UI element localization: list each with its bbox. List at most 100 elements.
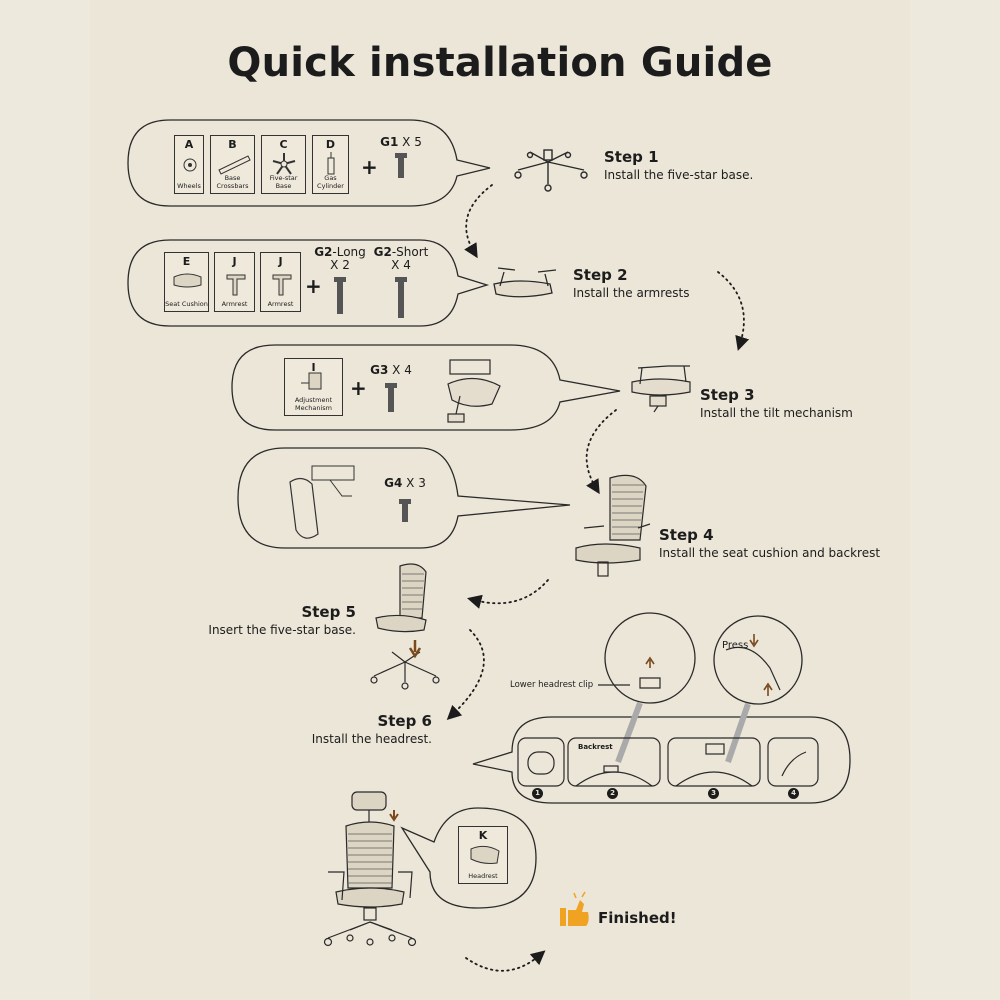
right-margin <box>910 0 1000 1000</box>
screw-type: -Short <box>391 245 429 259</box>
part-c-five-star-base: C Five-star Base <box>261 135 306 194</box>
screw-g2-long-label: G2-Long X 2 <box>310 246 370 272</box>
part-j-armrest-left: J Armrest <box>214 252 255 312</box>
part-e-seat-cushion: E Seat Cushion <box>164 252 209 312</box>
press-magnifier <box>713 615 803 705</box>
step-title: Step 4 <box>659 526 714 544</box>
screw-code: G4 <box>384 476 403 490</box>
part-name: Wheels <box>177 182 201 190</box>
press-label: Press <box>722 640 749 651</box>
parts-bubble-step4 <box>237 447 571 549</box>
flow-arrow-4 <box>467 579 549 609</box>
step-2-label: Step 2 Install the armrests <box>573 266 689 300</box>
step-5-label: Step 5 Insert the five-star base. <box>200 603 356 637</box>
plus-sign: + <box>305 274 322 298</box>
backrest-label: Backrest <box>578 743 613 751</box>
long-screw-icon <box>334 277 346 314</box>
left-margin <box>0 0 90 1000</box>
insert-direction-arrow <box>408 640 422 659</box>
parts-bubble-step2 <box>127 239 490 327</box>
part-letter: D <box>325 138 336 151</box>
step-1-label: Step 1 Install the five-star base. <box>604 148 753 182</box>
step-description: Install the tilt mechanism <box>700 406 853 420</box>
five-star-base-sketch <box>514 149 588 192</box>
part-k-headrest: K Headrest <box>458 826 508 884</box>
part-name: Armrest <box>221 300 248 308</box>
step-description: Insert the five-star base. <box>208 623 356 637</box>
parts-bubble-step1 <box>127 119 491 207</box>
headrest-icon <box>470 845 500 864</box>
finished-chair-sketch <box>323 791 417 947</box>
screw-qty: X 5 <box>402 135 422 149</box>
part-name: Gas Cylinder <box>317 174 344 190</box>
step-4-label: Step 4 Install the seat cushion and back… <box>659 526 880 560</box>
screw-icon <box>395 153 407 178</box>
screw-icon <box>399 499 411 522</box>
part-name: Adjustment Mechanism <box>294 396 333 412</box>
step-title: Step 6 <box>377 712 432 730</box>
screw-qty: X 4 <box>392 363 412 377</box>
chair-step5-sketch <box>370 563 440 690</box>
part-d-gas-cylinder: D Gas Cylinder <box>312 135 349 194</box>
screw-type: -Long <box>332 245 366 259</box>
step-description: Install the armrests <box>573 286 690 300</box>
step-title: Step 3 <box>700 386 755 404</box>
part-b-base-crossbars: B Base Crossbars <box>210 135 255 194</box>
tilt-assembly-sketch <box>447 359 691 423</box>
headrest-direction-arrow <box>389 810 399 822</box>
parts-bubble-step3 <box>231 344 621 431</box>
screw-g2-short-label: G2-Short X 4 <box>370 246 432 272</box>
page-title: Quick installation Guide <box>227 40 773 86</box>
mechanism-icon <box>301 372 322 390</box>
step-6-label: Step 6 Install the headrest. <box>300 712 432 746</box>
part-letter: J <box>232 255 237 268</box>
crossbar-icon <box>218 155 251 175</box>
step-title: Step 2 <box>573 266 628 284</box>
part-name: Armrest <box>267 300 294 308</box>
step-title: Step 5 <box>301 603 356 621</box>
thumbs-up-icon <box>560 891 589 926</box>
chair-backrest-sketch <box>575 474 651 577</box>
part-j-armrest-right: J Armrest <box>260 252 301 312</box>
part-letter: I <box>311 361 316 374</box>
armrest-icon <box>272 274 292 296</box>
part-letter: C <box>279 138 288 151</box>
substep-number-2: 2 <box>607 788 618 799</box>
screw-qty: X 3 <box>406 476 426 490</box>
substep-number-1: 1 <box>532 788 543 799</box>
part-i-adjustment-mechanism: I Adjustment Mechanism <box>284 358 343 416</box>
part-letter: A <box>184 138 194 151</box>
screw-qty: X 4 <box>391 258 411 272</box>
headrest-substeps <box>517 646 819 787</box>
screw-g4-label: G4 X 3 <box>382 477 428 490</box>
lower-headrest-clip-label: Lower headrest clip <box>510 680 594 690</box>
seat-armrests-sketch <box>493 267 557 298</box>
clip-magnifier <box>604 612 696 704</box>
armrest-icon <box>226 274 246 296</box>
screw-code: G2 <box>314 245 333 259</box>
step-description: Install the seat cushion and backrest <box>659 546 881 560</box>
screw-g1-label: G1 X 5 <box>378 136 424 149</box>
step-title: Step 1 <box>604 148 659 166</box>
flow-arrow-6 <box>465 950 546 972</box>
substep-number-4: 4 <box>788 788 799 799</box>
part-a-wheels: A Wheels <box>174 135 204 194</box>
part-name: Headrest <box>468 872 498 880</box>
part-name: Base Crossbars <box>216 174 249 190</box>
screw-code: G1 <box>380 135 399 149</box>
wheel-icon <box>183 158 197 172</box>
part-letter: J <box>278 255 283 268</box>
screw-code: G3 <box>370 363 389 377</box>
five-star-icon <box>272 153 296 175</box>
step-description: Install the five-star base. <box>604 168 754 182</box>
finished-label: Finished! <box>598 909 677 927</box>
step-3-label: Step 3 Install the tilt mechanism <box>700 386 853 420</box>
flow-arrow-3 <box>585 409 617 495</box>
short-screw-icon <box>395 277 407 318</box>
substep-number-3: 3 <box>708 788 719 799</box>
seat-icon <box>173 273 202 288</box>
cylinder-icon <box>327 152 335 175</box>
flow-arrow-5 <box>446 629 485 720</box>
